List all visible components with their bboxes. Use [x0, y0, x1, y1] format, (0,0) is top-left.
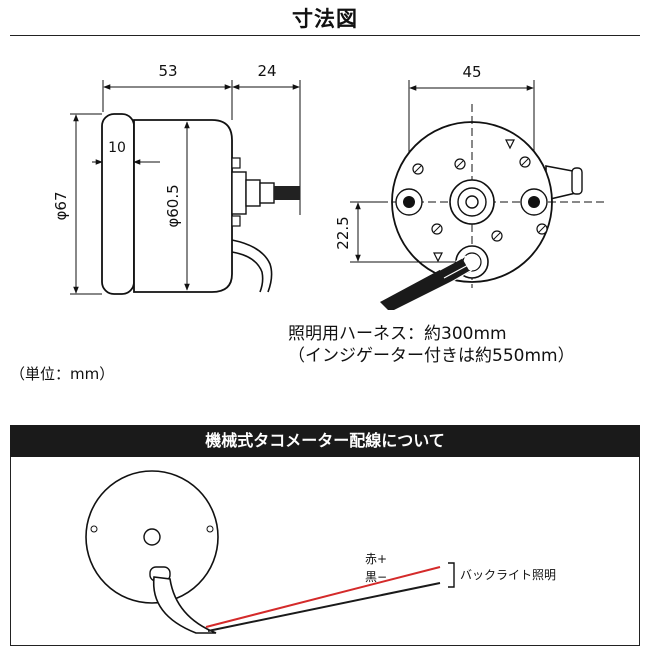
- right-stud-hole: [528, 196, 540, 208]
- wiring-gauge-screw: [206, 525, 214, 533]
- dim-label-10: 10: [108, 140, 126, 156]
- rear-connector: [231, 171, 247, 215]
- dim-label-53: 53: [158, 62, 177, 80]
- harness-note-line2: （インジゲーター付きは約550mm）: [288, 346, 575, 366]
- screw-top: [454, 158, 466, 170]
- left-stud-hole: [403, 196, 415, 208]
- dim-label-22-5: 22.5: [334, 216, 352, 249]
- cable-stub: [274, 186, 300, 200]
- harness-outline: [231, 239, 273, 293]
- center-fitting-core: [465, 195, 479, 209]
- rear-tab: [231, 157, 241, 169]
- dim-label-24: 24: [257, 62, 276, 80]
- gauge-body: [133, 119, 233, 293]
- dim-label-phi60-5: φ60.5: [164, 184, 182, 227]
- black-wire: [207, 582, 441, 632]
- unit-note: （単位：mm）: [10, 365, 115, 383]
- indicator-triangle: [505, 139, 515, 150]
- screw-bottom-left: [431, 223, 443, 235]
- screw-lower-center: [491, 230, 503, 242]
- page-title: 寸法図: [292, 7, 358, 31]
- wire-bracket: [448, 562, 455, 588]
- screw-top-right: [519, 156, 531, 168]
- black-wire-label: 黒−: [365, 570, 387, 584]
- rear-nut: [259, 182, 275, 204]
- rear-fitting: [245, 179, 261, 207]
- side-view-diagram: 53 24 φ67 φ60.5 10: [52, 62, 301, 295]
- wiring-gauge-center: [143, 528, 161, 546]
- wiring-cable: [152, 576, 217, 634]
- screw-bottom-right: [536, 223, 548, 235]
- rear-tab: [231, 215, 241, 227]
- harness-outline: [231, 251, 264, 293]
- harness-note-line1: 照明用ハーネス：約300mm: [288, 324, 507, 344]
- dim-label-45: 45: [462, 63, 481, 81]
- mount-tab-end: [571, 167, 583, 195]
- red-wire: [205, 566, 441, 628]
- harness-strands: [439, 255, 473, 285]
- wiring-section-box: [10, 457, 640, 646]
- harness-cable: [380, 258, 470, 310]
- screw-top-left: [412, 163, 424, 175]
- wiring-diagram: 赤+ 黒− バックライト照明: [85, 470, 556, 634]
- indicator-triangle: [433, 252, 443, 263]
- title-divider: [10, 35, 640, 36]
- backlight-label: バックライト照明: [460, 568, 556, 582]
- wiring-gauge-screw: [90, 525, 98, 533]
- red-wire-label: 赤+: [365, 552, 387, 566]
- dim-label-phi67: φ67: [52, 192, 70, 221]
- wiring-section-title: 機械式タコメーター配線について: [10, 425, 640, 457]
- rear-view-diagram: 45: [334, 63, 604, 310]
- harness-note: 照明用ハーネス：約300mm （インジゲーター付きは約550mm）: [288, 323, 575, 367]
